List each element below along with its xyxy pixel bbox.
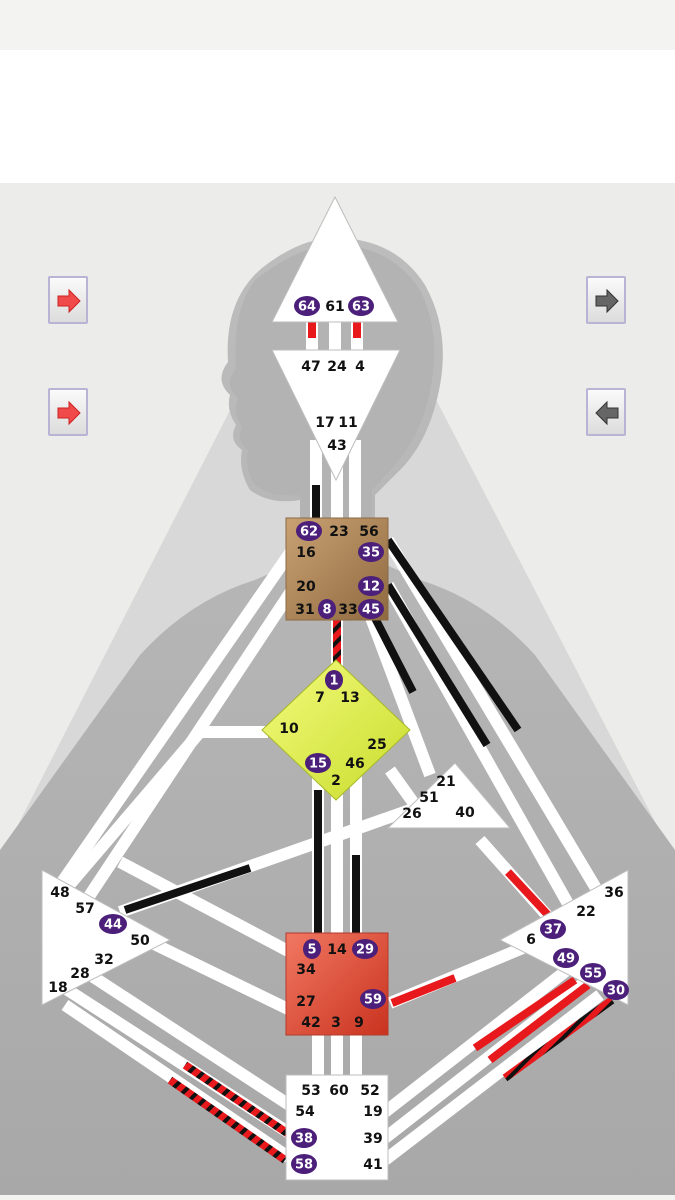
gate-4: 4: [355, 359, 365, 375]
gate-57: 57: [75, 901, 94, 917]
gate-44: 44: [104, 918, 122, 933]
gate-46: 46: [345, 756, 364, 772]
gate-63: 63: [352, 300, 370, 315]
gate-17: 17: [315, 415, 334, 431]
gate-21: 21: [436, 774, 455, 790]
bottom-strip: [0, 1195, 675, 1200]
gate-10: 10: [279, 721, 299, 737]
gate-25: 25: [367, 737, 386, 753]
gate-50: 50: [130, 933, 150, 949]
gate-23: 23: [329, 524, 348, 540]
arrow-right-gray-icon[interactable]: [586, 276, 626, 324]
gate-40: 40: [455, 805, 475, 821]
activations: [123, 322, 615, 1164]
arrow-right-red-icon[interactable]: [48, 388, 88, 436]
gate-19: 19: [363, 1104, 382, 1120]
gate-22: 22: [576, 904, 595, 920]
ego-center: [386, 762, 512, 829]
gate-2: 2: [331, 773, 341, 789]
arrow-left-gray-icon[interactable]: [586, 388, 626, 436]
gate-47: 47: [301, 359, 320, 375]
gate-8: 8: [322, 603, 331, 618]
gate-11: 11: [338, 415, 357, 431]
gate-64: 64: [298, 300, 316, 315]
arrow-right-red-icon[interactable]: [48, 276, 88, 324]
gate-60: 60: [329, 1083, 349, 1099]
gate-3: 3: [331, 1015, 341, 1031]
gate-49: 49: [557, 952, 575, 967]
gate-18: 18: [48, 980, 67, 996]
gate-53: 53: [301, 1083, 320, 1099]
gate-37: 37: [544, 923, 562, 938]
gate-33: 33: [338, 602, 357, 618]
gate-39: 39: [363, 1131, 382, 1147]
gate-27: 27: [296, 994, 315, 1010]
gate-31: 31: [295, 602, 314, 618]
gate-35: 35: [362, 546, 380, 561]
gate-14: 14: [327, 942, 347, 958]
gate-59: 59: [364, 993, 382, 1008]
gate-55: 55: [584, 967, 602, 982]
ajna-center: [271, 349, 401, 482]
header-band: [0, 50, 675, 183]
gate-7: 7: [315, 690, 325, 706]
gate-38: 38: [295, 1132, 313, 1147]
gate-26: 26: [402, 806, 421, 822]
highlight-circles: [99, 296, 629, 1174]
gate-13: 13: [340, 690, 359, 706]
bodygraph: 64 61 63 47 24 4 17 11 43 62 23 56 16 35…: [0, 195, 675, 1195]
head-center: [271, 195, 399, 323]
gate-56: 56: [359, 524, 378, 540]
gate-16: 16: [296, 545, 315, 561]
gate-20: 20: [296, 579, 316, 595]
gate-43: 43: [327, 438, 346, 454]
gate-30: 30: [607, 984, 625, 999]
gate-6: 6: [526, 932, 536, 948]
gate-42: 42: [301, 1015, 320, 1031]
gate-58: 58: [295, 1158, 313, 1173]
gate-29: 29: [356, 943, 374, 958]
gate-15: 15: [309, 757, 327, 772]
gate-51: 51: [419, 790, 438, 806]
gate-54: 54: [295, 1104, 315, 1120]
spleen-center: [41, 869, 172, 1006]
gate-34: 34: [296, 962, 316, 978]
gate-62: 62: [300, 525, 318, 540]
gate-5: 5: [307, 943, 316, 958]
gate-48: 48: [50, 885, 69, 901]
gate-32: 32: [94, 952, 113, 968]
gate-41: 41: [363, 1157, 382, 1173]
gate-12: 12: [362, 580, 380, 595]
bodygraph-area: 64 61 63 47 24 4 17 11 43 62 23 56 16 35…: [0, 183, 675, 1195]
top-strip: [0, 0, 675, 50]
gate-36: 36: [604, 885, 623, 901]
gate-24: 24: [327, 359, 347, 375]
gate-28: 28: [70, 966, 89, 982]
gate-52: 52: [360, 1083, 379, 1099]
gate-1: 1: [329, 674, 338, 689]
gate-45: 45: [362, 603, 380, 618]
g-center: [261, 659, 411, 801]
gate-61: 61: [325, 299, 344, 315]
gate-9: 9: [354, 1015, 364, 1031]
